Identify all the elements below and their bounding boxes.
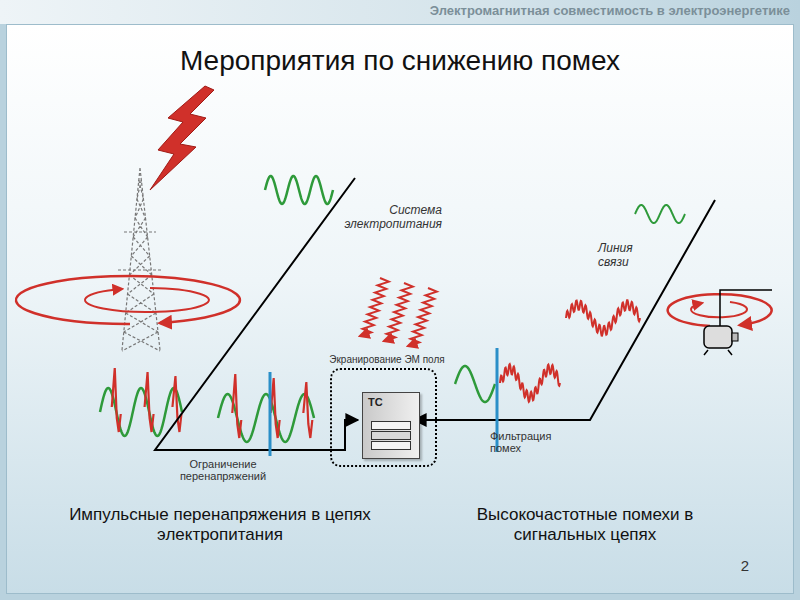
voltage-spike [145,372,154,432]
motor-symbol [704,290,772,355]
signal-wave [635,205,685,223]
shield-label: Экранирование ЭМ поля [312,355,462,366]
caption-text: Импульсные перенапряжения в цепях электр… [60,505,380,546]
signal-wire [414,200,715,420]
supply-wire [155,178,358,450]
measure-label: Ограничение перенапряжений [168,459,278,482]
page-number: 2 [730,557,760,575]
slide-title: Мероприятия по снижению помех [60,44,740,78]
measure-label: Фильтрация помех [490,431,562,454]
caption-text: Высокочастотные помехи в сигнальных цепя… [430,505,740,546]
field-rings [16,276,240,324]
field-arrow [408,288,437,346]
equipment-label: ТС [363,393,419,408]
noise-wave [566,300,640,335]
panel-strip [371,431,411,440]
noise-wave [500,364,560,402]
header-text: Электромагнитная совместимость в электро… [360,3,790,19]
field-arrow [384,283,413,341]
voltage-spike [303,382,312,438]
signal-wave [455,366,495,402]
panel-strip [371,421,411,430]
limiter-bar [269,372,272,456]
voltage-spike [112,368,121,432]
line-label: Линия связи [598,241,658,270]
panel-strip [371,441,411,450]
system-label: Система электропитания [330,203,442,232]
voltage-spike [271,378,280,438]
shield-box: Экранирование ЭМ поляТС [330,368,437,467]
equipment-box: ТС [362,392,420,459]
supply-wave [265,176,333,204]
field-arrow [360,278,389,336]
voltage-spike [232,374,241,438]
lightning-bolt [150,86,214,190]
